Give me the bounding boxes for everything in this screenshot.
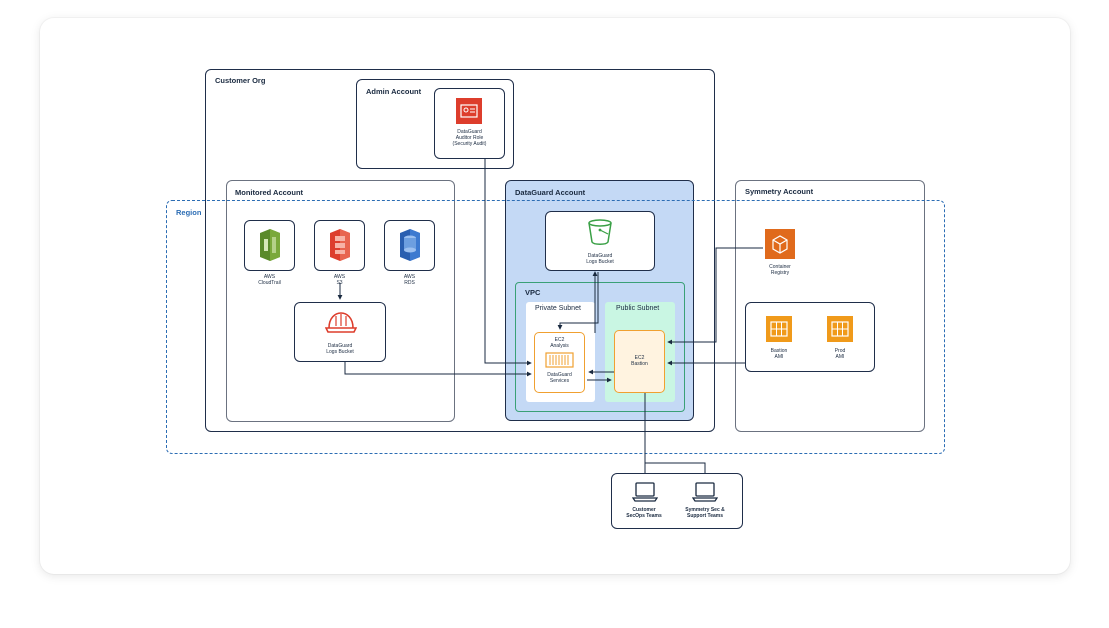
dg-logs-bucket-node	[545, 211, 655, 271]
container-registry-icon	[765, 229, 795, 259]
admin-account-title: Admin Account	[366, 87, 422, 96]
customer-teams-label: Customer SecOps Teams	[626, 507, 662, 519]
vpc-title: VPC	[525, 288, 541, 297]
bucket-icon	[588, 219, 612, 245]
auditor-role-label: DataGuard Auditor Role (Security Audit)	[452, 129, 487, 147]
public-subnet-title: Public Subnet	[616, 305, 660, 312]
auditor-role-icon	[456, 98, 482, 124]
rds-label: AWS RDS	[403, 274, 416, 286]
ami-icon	[766, 316, 792, 342]
ec2-bastion-node	[614, 330, 665, 393]
dg-services-label: DataGuard Services	[547, 372, 572, 384]
region-title: Region	[176, 208, 202, 217]
laptop-icon	[632, 482, 658, 502]
ec2-bastion-label: EC2 Bastion	[631, 355, 648, 367]
monitored-logs-bucket-label: DataGuard Logs Bucket	[326, 343, 354, 355]
customer-org-title: Customer Org	[215, 76, 266, 85]
ami-icon	[827, 316, 853, 342]
cloudtrail-icon	[260, 229, 280, 261]
bastion-ami-label: Bastion AMI	[770, 348, 788, 360]
amis-group	[745, 302, 875, 372]
ec2-analysis-node	[534, 332, 585, 393]
chip-icon	[545, 352, 574, 368]
monitored-account-title: Monitored Account	[235, 188, 304, 197]
teams-group	[611, 473, 743, 529]
laptop-icon	[692, 482, 718, 502]
private-subnet-title: Private Subnet	[535, 305, 581, 312]
bucket-icon	[325, 312, 357, 333]
rds-icon	[400, 229, 420, 261]
s3-icon	[330, 229, 350, 261]
dg-logs-bucket-label: DataGuard Logs Bucket	[586, 253, 614, 265]
region-boundary	[166, 200, 945, 454]
symmetry-account-title: Symmetry Account	[745, 187, 814, 196]
s3-label: AWS S3	[333, 274, 346, 286]
prod-ami-label: Prod AMI	[834, 348, 846, 360]
symmetry-teams-label: Symmetry Sec & Support Teams	[685, 507, 725, 519]
container-registry-label: Container Registry	[769, 264, 791, 276]
dataguard-account-title: DataGuard Account	[515, 188, 586, 197]
ec2-analysis-label: EC2 Analysis	[550, 337, 569, 349]
cloudtrail-label: AWS CloudTrail	[258, 274, 281, 286]
